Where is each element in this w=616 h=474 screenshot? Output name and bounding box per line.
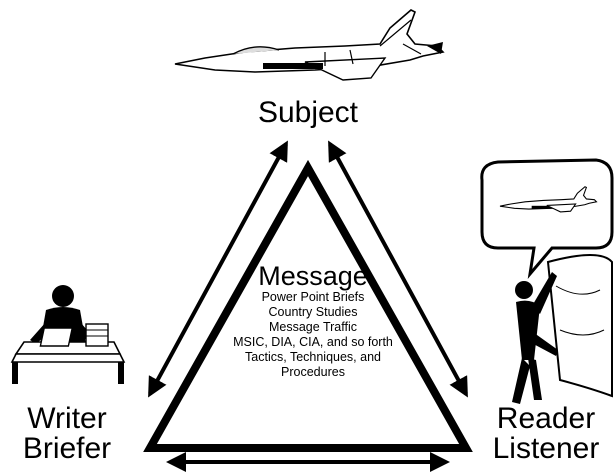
subject-label: Subject bbox=[228, 98, 388, 128]
arrow-writer-subject bbox=[148, 140, 288, 398]
message-block: Message Power Point Briefs Country Studi… bbox=[198, 262, 428, 380]
person-at-desk-icon bbox=[10, 285, 126, 384]
arrow-reader-subject bbox=[328, 140, 468, 398]
person-reading-icon bbox=[512, 254, 613, 404]
writer-label-line2: Briefer bbox=[22, 432, 112, 465]
message-item: Tactics, Techniques, and bbox=[245, 350, 381, 364]
writer-label: Writer Briefer bbox=[2, 404, 132, 464]
thought-bubble bbox=[480, 158, 614, 280]
message-title: Message bbox=[258, 261, 368, 291]
subject-label-text: Subject bbox=[257, 96, 359, 129]
message-item: Power Point Briefs bbox=[261, 290, 365, 304]
fighter-jet-icon bbox=[499, 186, 598, 213]
message-item-list: Power Point Briefs Country Studies Messa… bbox=[198, 290, 428, 380]
message-item: Procedures bbox=[281, 365, 345, 379]
message-item: Country Studies bbox=[268, 305, 358, 319]
message-item: MSIC, DIA, CIA, and so forth bbox=[233, 335, 393, 349]
reader-label: Reader Listener bbox=[476, 404, 616, 464]
reader-label-line2: Listener bbox=[492, 432, 600, 465]
message-item: Message Traffic bbox=[268, 320, 357, 334]
fighter-jet-icon bbox=[174, 9, 445, 81]
reader-label-line1: Reader bbox=[496, 402, 596, 435]
writer-label-line1: Writer bbox=[27, 402, 107, 435]
